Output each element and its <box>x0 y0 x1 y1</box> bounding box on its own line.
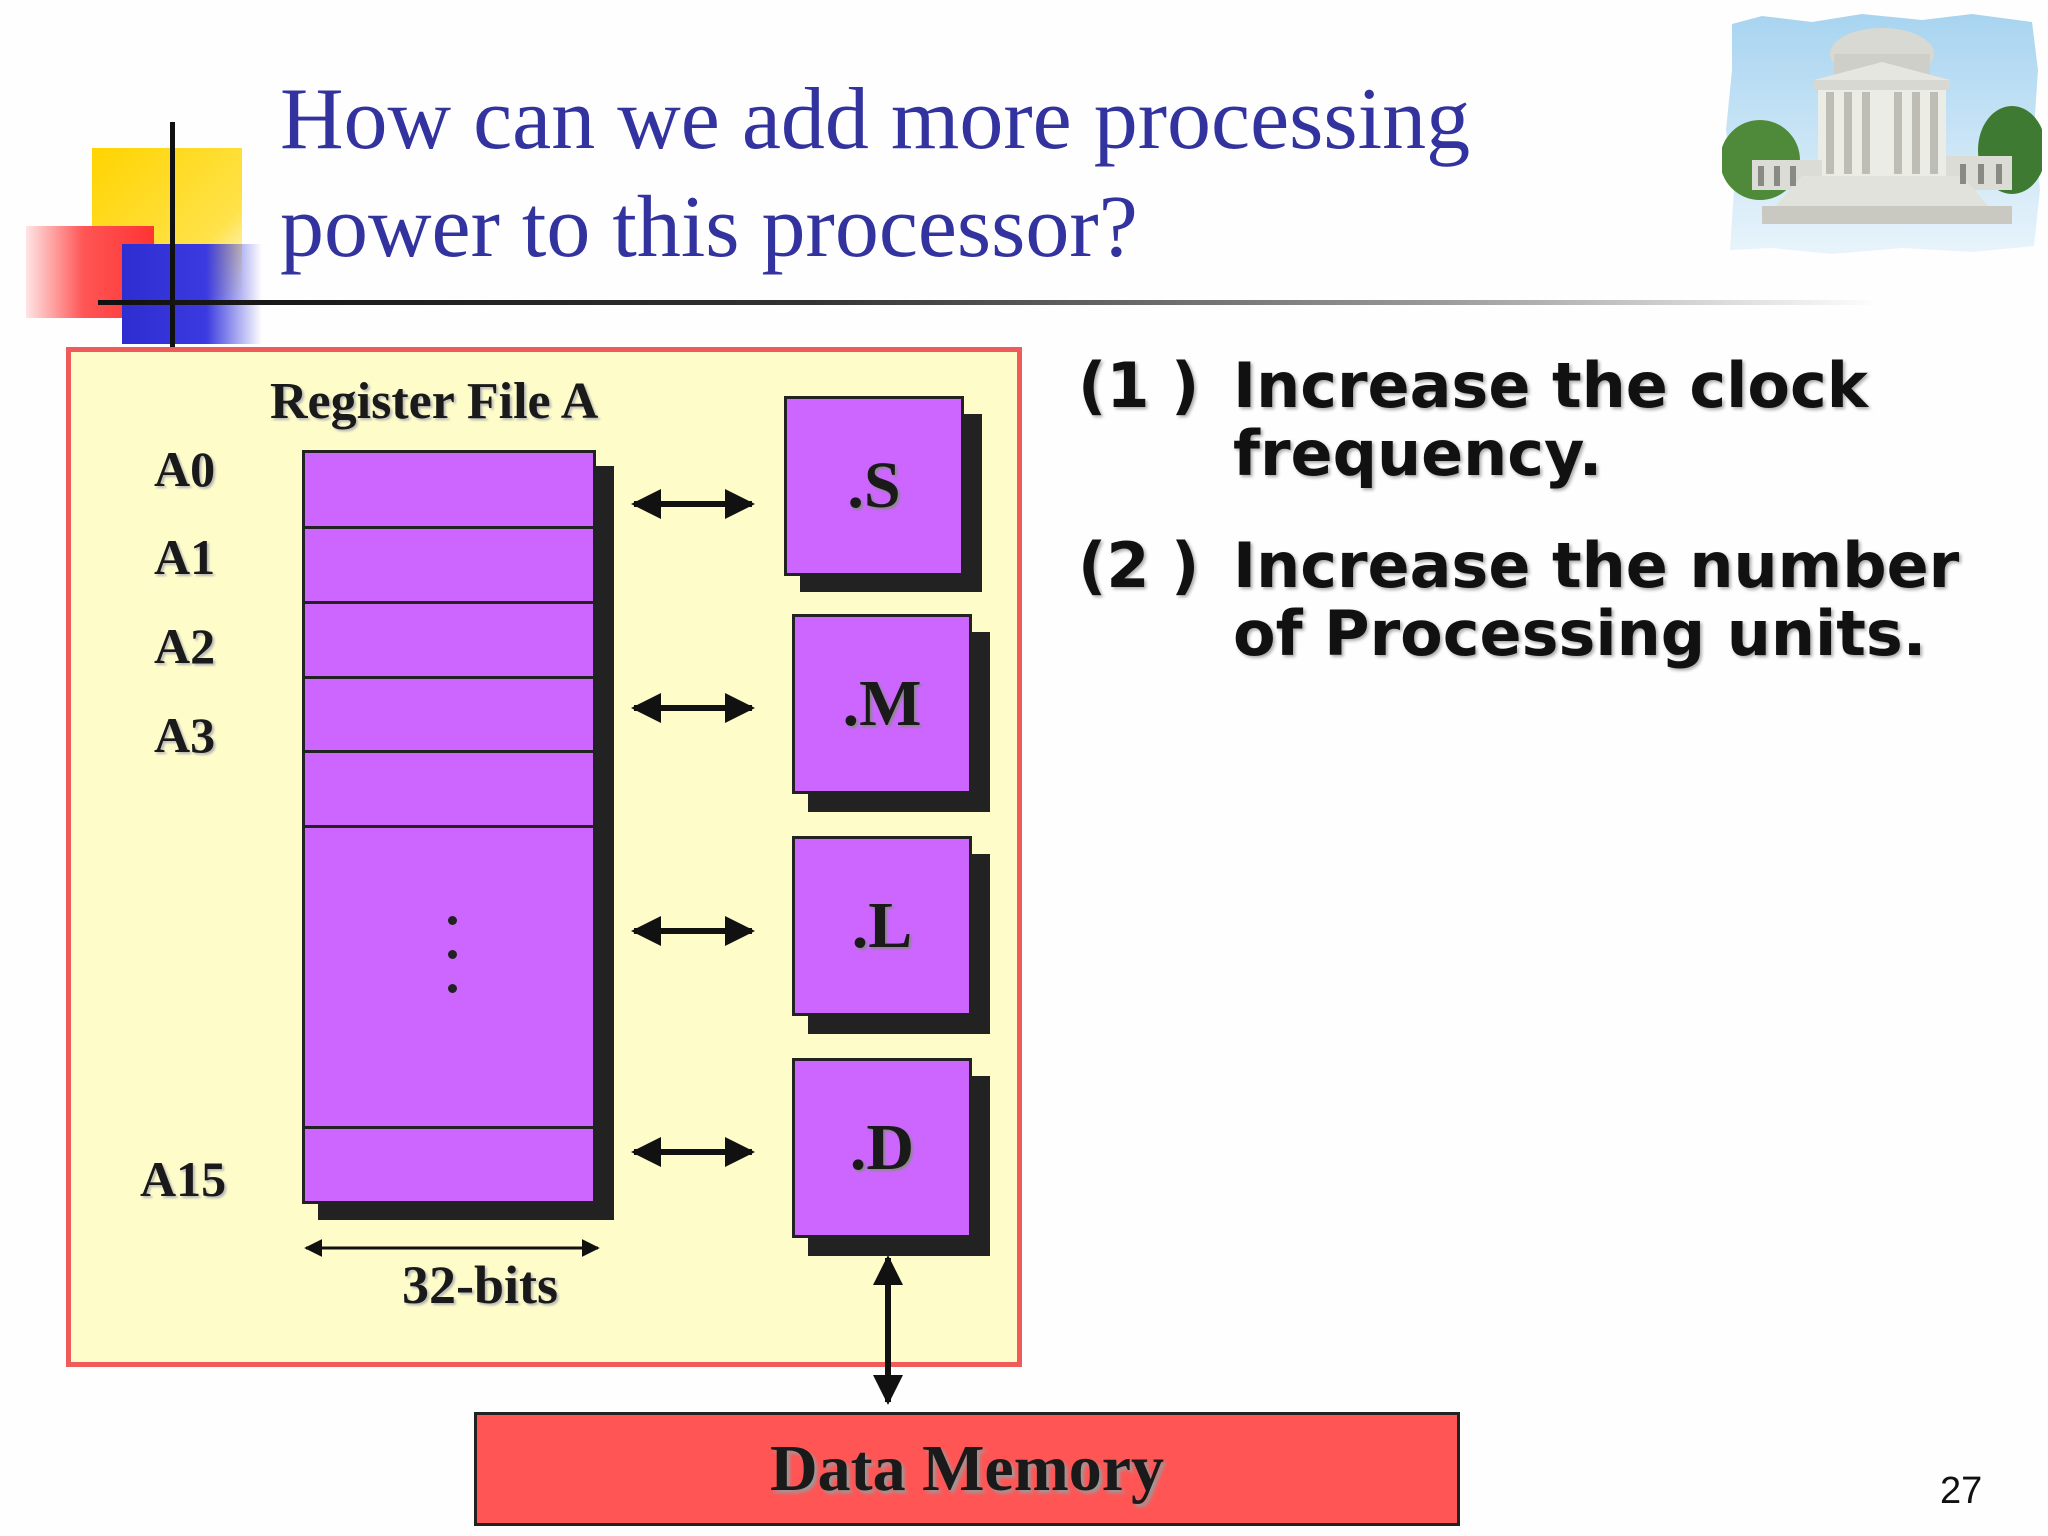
point-1-number: (1 ) <box>1078 349 1200 422</box>
register-width-label: 32-bits <box>402 1255 559 1315</box>
register-label-a2: A2 <box>154 618 216 674</box>
slide-title-line-2: power to this processor? <box>280 179 1138 276</box>
page-number: 27 <box>1940 1470 1983 1512</box>
register-file <box>302 450 596 1204</box>
point-2-number: (2 ) <box>1078 529 1200 602</box>
register-label-a15: A15 <box>140 1151 227 1207</box>
register-row <box>305 676 593 753</box>
register-row <box>305 453 593 529</box>
slide-title-line-1: How can we add more processing <box>280 71 1471 168</box>
unit-s: .S <box>784 396 964 576</box>
title-underline <box>98 300 1878 305</box>
unit-m: .M <box>792 614 972 794</box>
unit-d: .D <box>792 1058 972 1238</box>
ellipsis-dot <box>448 984 457 993</box>
register-row <box>305 825 593 1129</box>
register-row <box>305 601 593 679</box>
register-row <box>305 526 593 604</box>
title-ornament-vertical-line <box>170 122 175 348</box>
point-2: (2 ) Increase the number of Processing u… <box>1078 532 1978 672</box>
point-1-text: Increase the clock frequency. <box>1233 349 1868 490</box>
title-ornament-blue <box>122 244 262 344</box>
point-1: (1 ) Increase the clock frequency. <box>1078 352 1978 492</box>
register-file-title: Register File A <box>270 373 599 430</box>
register-label-a1: A1 <box>154 529 216 585</box>
point-2-text: Increase the number of Processing units. <box>1233 529 1960 670</box>
slide-title: How can we add more processing power to … <box>280 66 1660 282</box>
register-row <box>305 750 593 828</box>
register-label-a3: A3 <box>154 707 216 763</box>
ellipsis-dot <box>448 916 457 925</box>
unit-l: .L <box>792 836 972 1016</box>
register-label-a0: A0 <box>154 441 216 497</box>
building-photo-icon <box>1722 14 2042 254</box>
ellipsis-dot <box>448 950 457 959</box>
data-memory-box: Data Memory <box>474 1412 1460 1526</box>
